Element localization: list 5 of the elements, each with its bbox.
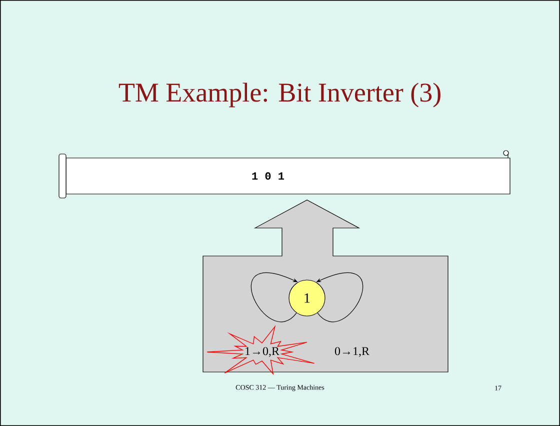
edge-label: 0→1,R bbox=[334, 347, 370, 357]
tape: 1 0 1 bbox=[58, 150, 510, 198]
title: TM Example: Bit Inverter (3) bbox=[118, 82, 440, 108]
edge-label: 1→0,R bbox=[246, 347, 280, 357]
machine-head bbox=[202, 200, 448, 372]
